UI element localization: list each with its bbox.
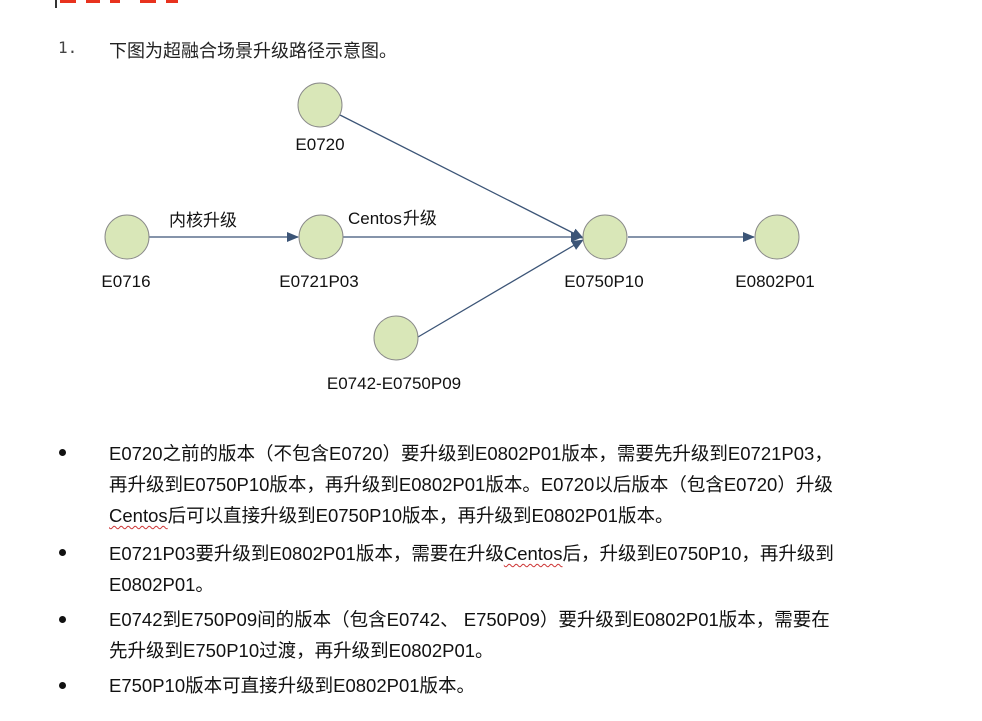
bullet-line: E0720之前的版本（不包含E0720）要升级到E0802P01版本，需要先升级… [109,443,833,464]
upgrade-path-diagram: E0720 E0716 E0721P03 E0750P10 E0802P01 E… [101,82,815,393]
node-e0716 [104,214,150,260]
edge-label-centos-word: Centos [348,209,402,228]
heading-red-fragment [166,0,178,3]
bullet-line-text: 后，升级到E0750P10，再升级到 [562,543,834,564]
heading-edge-mark [55,0,57,8]
bullet-line: E0721P03要升级到E0802P01版本，需要在升级Centos后，升级到E… [109,540,834,566]
bullet-dot [59,549,66,556]
bullet-line: Centos后可以直接升级到E0750P10版本，再升级到E0802P01版本。 [109,502,673,528]
node-label-e0742: E0742-E0750P09 [327,374,461,393]
bullet-dot [59,449,66,456]
node-label-e0802p01: E0802P01 [735,272,814,291]
node-label-e0716: E0716 [101,272,150,291]
bullet-dot [59,682,66,689]
bullet-line-text: E0721P03要升级到E0802P01版本，需要在升级 [109,543,504,564]
node-e0802p01 [754,214,800,260]
node-label-e0720: E0720 [295,135,344,154]
edge-label-upgrade-word: 升级 [403,209,437,228]
node-e0742 [373,315,419,361]
intro-text: 下图为超融合场景升级路径示意图。 [109,41,397,61]
list-number: 1. [58,38,78,57]
edge-e0742-e0750p10 [417,239,584,338]
spellcheck-underlined-word: Centos [109,505,168,526]
node-e0750p10 [582,214,628,260]
node-e0720 [297,82,343,128]
node-label-e0750p10: E0750P10 [564,272,643,291]
bullet-dot [59,616,66,623]
bullet-line-text: 后可以直接升级到E0750P10版本，再升级到E0802P01版本。 [167,505,674,526]
bullet-line: 先升级到E750P10过渡，再升级到E0802P01。 [109,640,494,661]
node-label-e0721p03: E0721P03 [279,272,358,291]
bullet-line: E750P10版本可直接升级到E0802P01版本。 [109,675,476,696]
edge-label-centos-upgrade: Centos升级 [348,209,437,228]
bullet-line: E0802P01。 [109,574,214,595]
edge-label-kernel-upgrade: 内核升级 [169,211,237,230]
page-top-fragment [52,0,192,8]
bullet-line: 再升级到E0750P10版本，再升级到E0802P01版本。E0720以后版本（… [109,474,833,495]
edge-e0720-e0750p10 [339,114,584,239]
heading-red-fragment [140,0,156,3]
heading-red-fragment [60,0,76,3]
spellcheck-underlined-word: Centos [503,543,563,564]
node-e0721p03 [298,214,344,260]
heading-red-fragment [86,0,100,3]
heading-red-fragment [110,0,120,3]
bullet-line: E0742到E750P09间的版本（包含E0742、 E750P09）要升级到E… [109,609,830,630]
